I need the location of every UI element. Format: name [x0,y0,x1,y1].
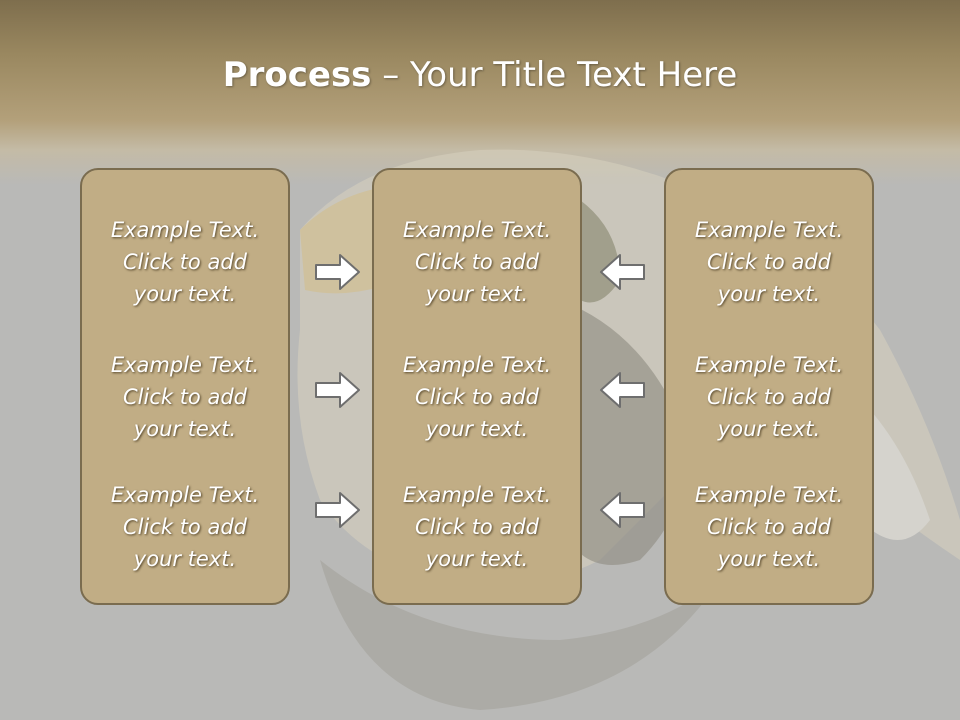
text-line: Example Text. [110,353,260,377]
text-line: Example Text. [110,483,260,507]
text-line: Click to add [122,250,247,274]
text-placeholder[interactable]: Example Text. Click to add your text. [374,349,580,445]
text-line: your text. [717,547,821,571]
text-line: your text. [425,547,529,571]
arrow-left-icon[interactable] [598,490,646,530]
text-placeholder[interactable]: Example Text. Click to add your text. [666,349,872,445]
text-placeholder[interactable]: Example Text. Click to add your text. [374,214,580,310]
process-box-right[interactable]: Example Text. Click to add your text. Ex… [664,168,874,605]
text-placeholder[interactable]: Example Text. Click to add your text. [82,349,288,445]
arrow-right-icon[interactable] [314,252,362,292]
text-line: Click to add [122,515,247,539]
title-bold-text: Process [222,55,372,95]
text-line: Click to add [414,385,539,409]
text-line: Click to add [414,515,539,539]
arrow-left-icon[interactable] [598,252,646,292]
text-line: your text. [425,282,529,306]
process-box-center[interactable]: Example Text. Click to add your text. Ex… [372,168,582,605]
text-placeholder[interactable]: Example Text. Click to add your text. [666,479,872,575]
arrow-right-icon[interactable] [314,370,362,410]
arrow-left-icon[interactable] [598,370,646,410]
text-placeholder[interactable]: Example Text. Click to add your text. [374,479,580,575]
text-line: Example Text. [402,483,552,507]
text-placeholder[interactable]: Example Text. Click to add your text. [82,214,288,310]
arrow-right-icon[interactable] [314,490,362,530]
text-line: Click to add [706,385,831,409]
process-box-left[interactable]: Example Text. Click to add your text. Ex… [80,168,290,605]
title-rest-text: – Your Title Text Here [371,55,738,95]
text-line: your text. [133,547,237,571]
text-line: your text. [133,282,237,306]
text-line: Example Text. [694,483,844,507]
text-line: Click to add [414,250,539,274]
text-line: Example Text. [694,218,844,242]
text-line: Example Text. [402,353,552,377]
text-line: Example Text. [402,218,552,242]
text-placeholder[interactable]: Example Text. Click to add your text. [82,479,288,575]
text-line: Click to add [122,385,247,409]
text-line: Example Text. [110,218,260,242]
text-line: your text. [717,282,821,306]
text-line: your text. [717,417,821,441]
text-line: your text. [133,417,237,441]
text-line: Click to add [706,250,831,274]
slide-title[interactable]: Process – Your Title Text Here [0,50,960,100]
text-line: Click to add [706,515,831,539]
text-line: Example Text. [694,353,844,377]
text-placeholder[interactable]: Example Text. Click to add your text. [666,214,872,310]
text-line: your text. [425,417,529,441]
